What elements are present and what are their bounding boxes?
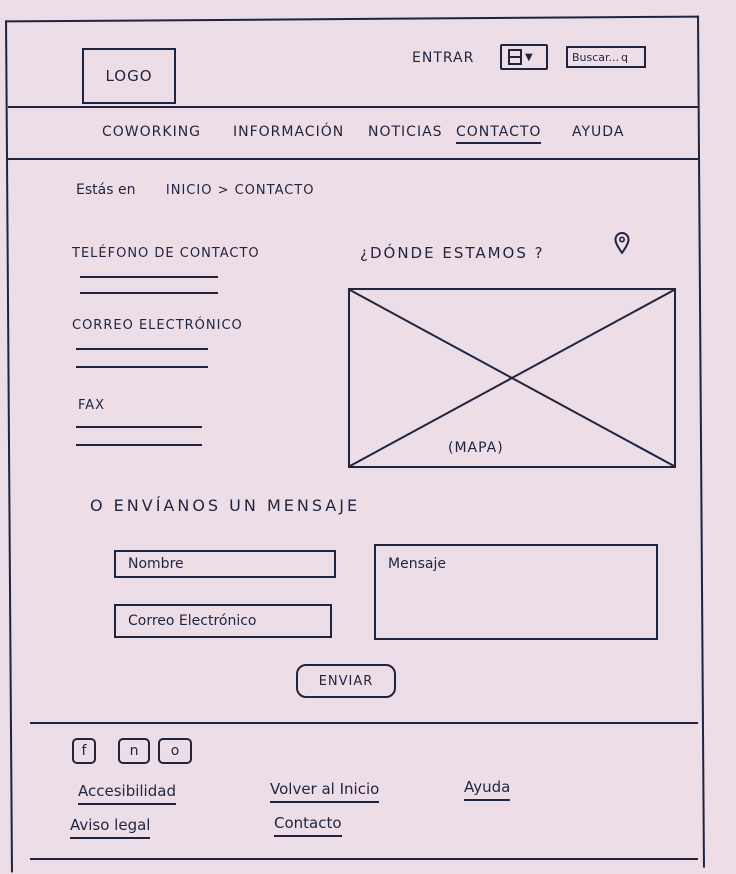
map-cross <box>350 290 674 466</box>
facebook-icon[interactable]: f <box>72 738 96 764</box>
footer-link-contact[interactable]: Contacto <box>274 814 342 837</box>
logo[interactable]: LOGO <box>82 48 176 104</box>
footer-link-help[interactable]: Ayuda <box>464 778 511 801</box>
footer-link-accessibility[interactable]: Accesibilidad <box>78 782 176 805</box>
fax-line-2 <box>76 444 202 446</box>
form-title: O ENVÍANOS UN MENSAJE <box>90 496 361 515</box>
email-label: CORREO ELECTRÓNICO <box>72 318 243 333</box>
phone-line-1 <box>80 276 218 278</box>
footer-link-home[interactable]: Volver al Inicio <box>270 780 380 803</box>
chevron-down-icon: ▼ <box>525 51 533 63</box>
nav-item-informacion[interactable]: INFORMACIÓN <box>233 124 345 140</box>
footer-link-legal[interactable]: Aviso legal <box>70 816 151 839</box>
header-divider <box>8 106 698 108</box>
name-field[interactable]: Nombre <box>114 550 336 578</box>
nav-item-coworking[interactable]: COWORKING <box>102 124 202 140</box>
search-placeholder: Buscar... <box>572 50 620 64</box>
nav-item-ayuda[interactable]: AYUDA <box>572 124 625 140</box>
map-label: (MAPA) <box>448 440 504 456</box>
nav-divider <box>8 158 698 160</box>
map-title: ¿DÓNDE ESTAMOS ? <box>360 244 545 262</box>
breadcrumb-path[interactable]: INICIO > CONTACTO <box>165 183 315 198</box>
footer-divider <box>30 722 698 724</box>
fax-label: FAX <box>78 398 106 413</box>
search-icon: q <box>621 50 629 64</box>
email-line-2 <box>76 366 208 368</box>
map-placeholder[interactable]: (MAPA) <box>348 288 676 468</box>
social-icon[interactable]: n <box>118 738 150 764</box>
language-dropdown[interactable]: ▼ <box>500 44 548 70</box>
phone-label: TELÉFONO DE CONTACTO <box>72 246 260 261</box>
breadcrumb: Estás en INICIO > CONTACTO <box>76 182 314 198</box>
message-placeholder: Mensaje <box>388 556 446 572</box>
phone-line-2 <box>80 292 218 294</box>
message-field[interactable]: Mensaje <box>374 544 658 640</box>
search-input[interactable]: Buscar... q <box>566 46 646 68</box>
email-field[interactable]: Correo Electrónico <box>114 604 332 638</box>
breadcrumb-prefix: Estás en <box>76 182 136 198</box>
nav-item-noticias[interactable]: NOTICIAS <box>368 124 443 140</box>
menu-icon <box>508 49 522 65</box>
email-line-1 <box>76 348 208 350</box>
location-pin-icon <box>614 232 630 254</box>
footer-bottom-line <box>30 858 698 860</box>
login-link[interactable]: ENTRAR <box>412 50 475 66</box>
name-placeholder: Nombre <box>128 556 184 572</box>
nav-item-contacto[interactable]: CONTACTO <box>456 124 542 144</box>
send-button[interactable]: ENVIAR <box>296 664 396 698</box>
instagram-icon[interactable]: o <box>158 738 192 764</box>
email-placeholder: Correo Electrónico <box>128 613 257 629</box>
fax-line-1 <box>76 426 202 428</box>
